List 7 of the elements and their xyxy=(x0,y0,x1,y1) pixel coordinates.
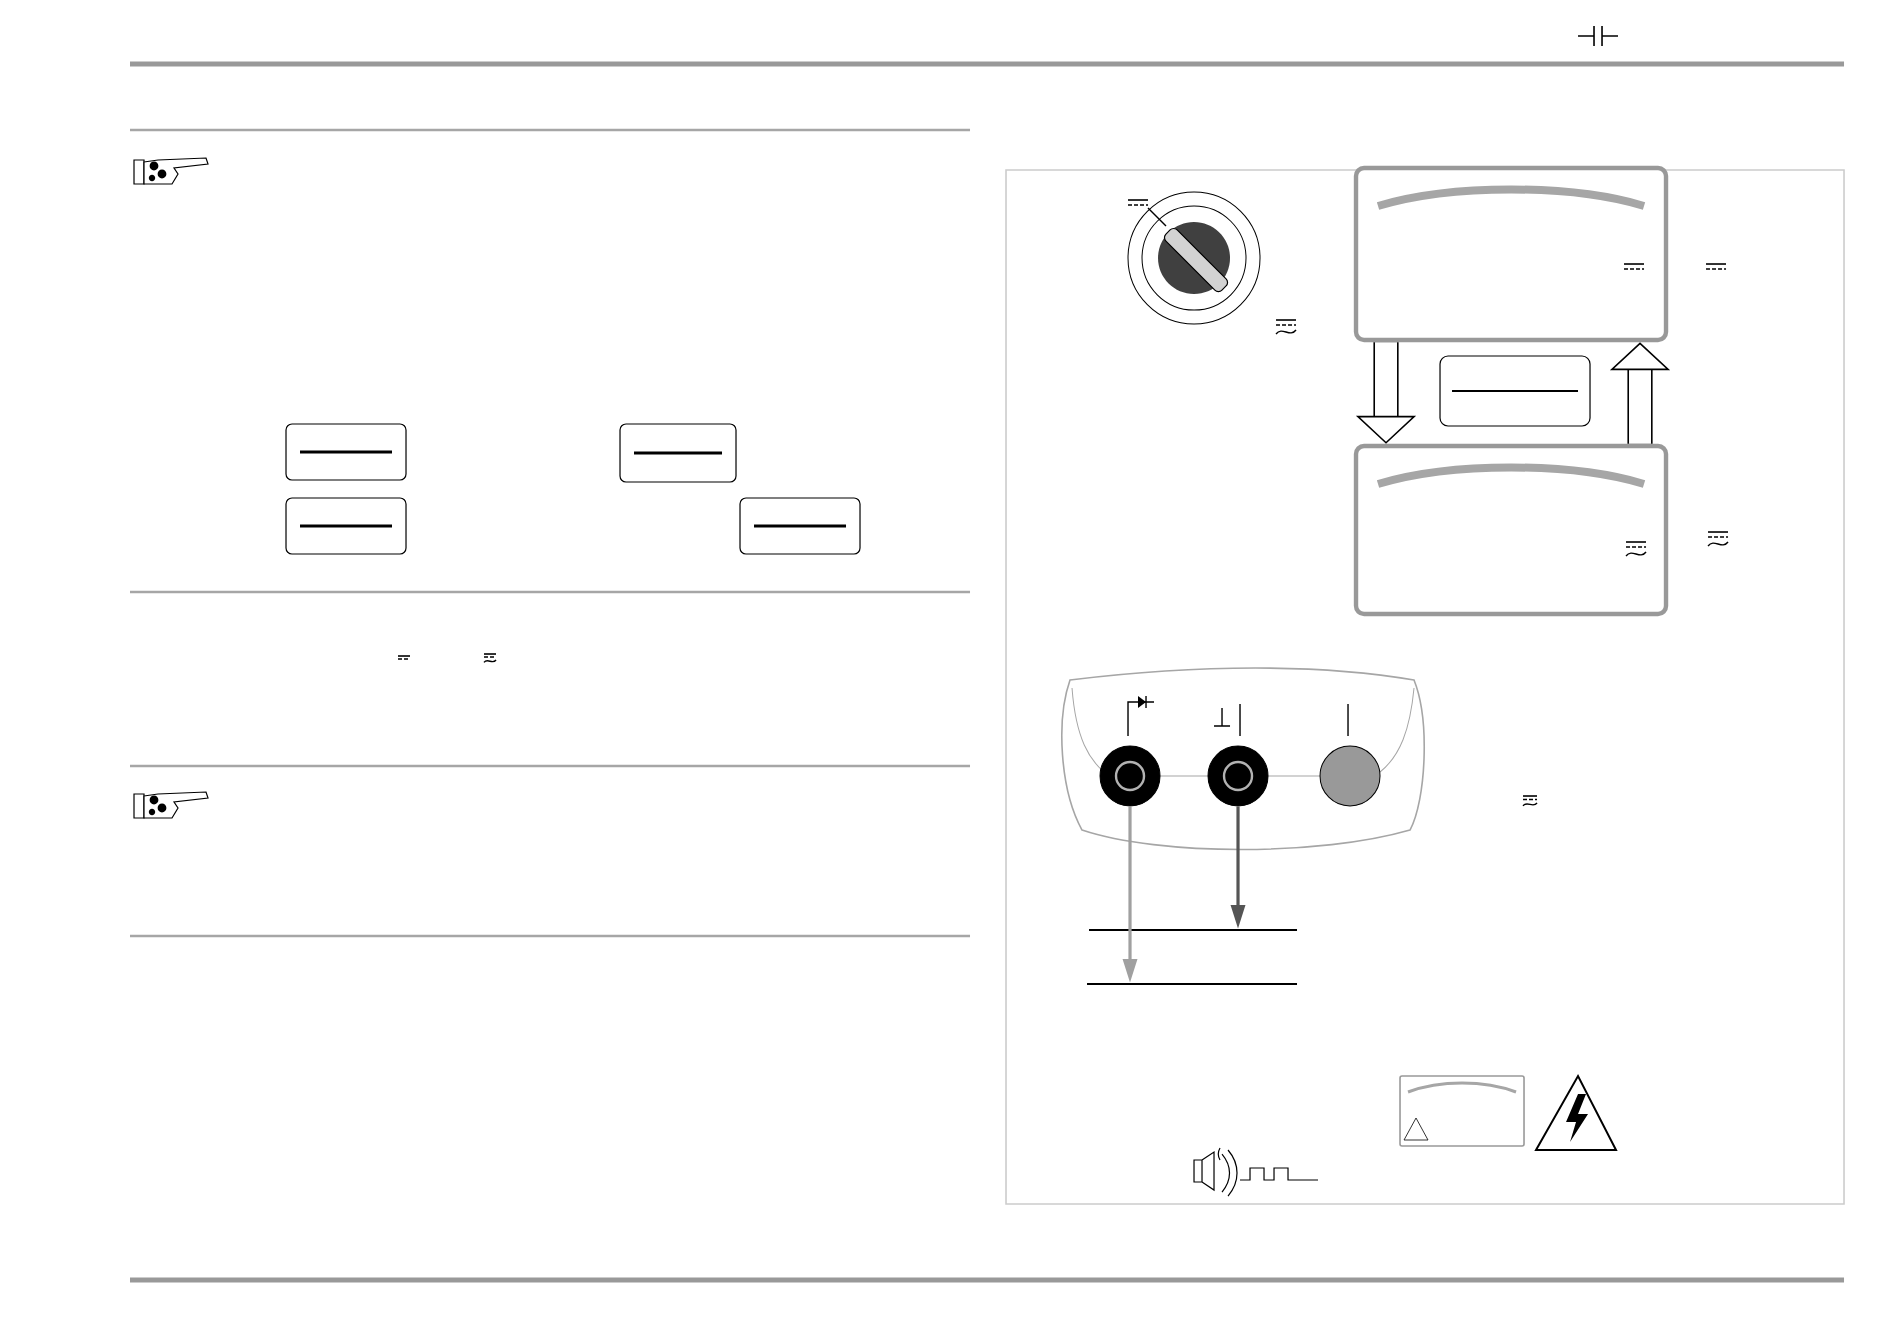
display-box xyxy=(1353,165,1669,343)
key-button xyxy=(1439,355,1591,427)
horizontal-line xyxy=(1087,983,1297,985)
input-jack xyxy=(1099,745,1161,807)
input-jack xyxy=(1207,745,1269,807)
horizontal-line xyxy=(1089,929,1297,932)
display-box xyxy=(1353,443,1669,617)
